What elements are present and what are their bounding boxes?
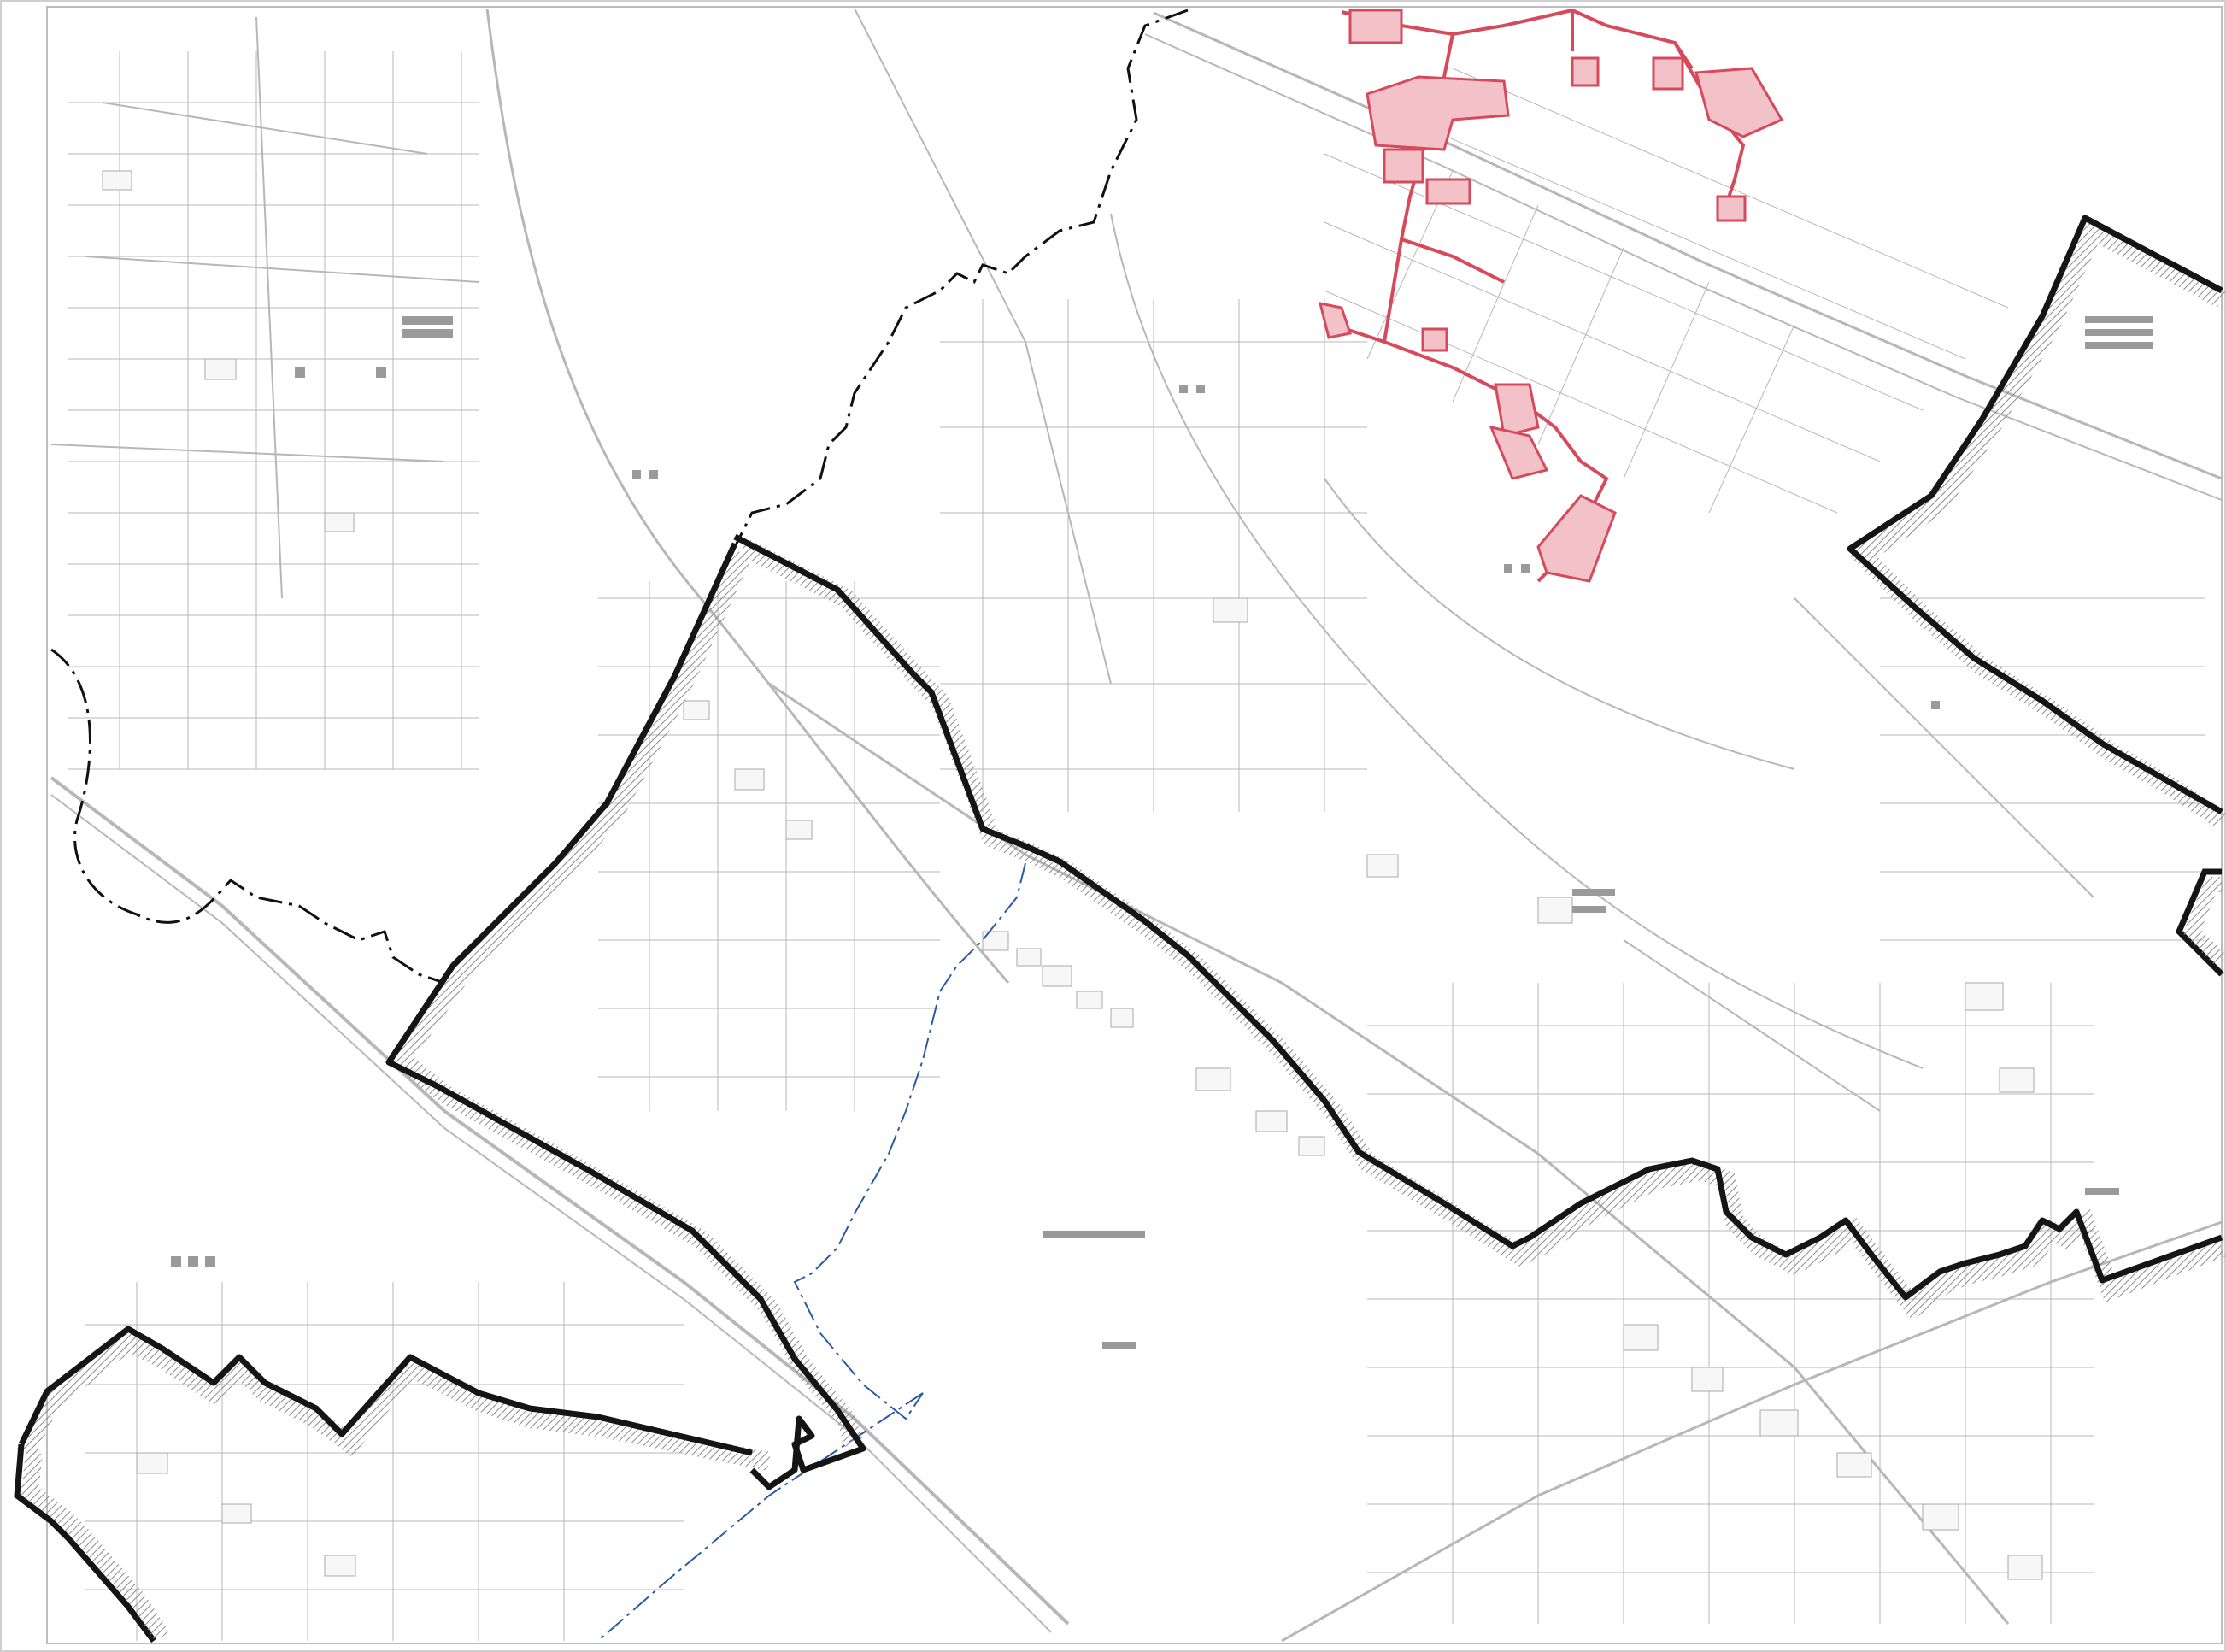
map-annotations — [171, 316, 2153, 1349]
highlight-parcel — [1366, 75, 1510, 151]
road-west-curve — [50, 16, 479, 599]
base-linework — [50, 8, 2223, 1643]
boundary-west-loop — [385, 542, 866, 1490]
blue-dashed-line — [597, 862, 1026, 1642]
highlight-parcel — [1652, 56, 1684, 91]
road-center-curve — [1110, 213, 1924, 1069]
highlight-parcel — [1716, 195, 1747, 222]
boundary-right-notch-hatch — [2182, 877, 2226, 967]
highlight-parcel — [1536, 494, 1617, 583]
boundary-right-notch — [2175, 868, 2224, 977]
highlight-parcel — [1348, 9, 1403, 44]
highlight-parcel — [1421, 327, 1448, 352]
building-blocks — [102, 170, 2043, 1580]
highlight-parcel — [1571, 56, 1600, 87]
highlight-parcel — [1494, 383, 1540, 438]
highlight-parcel — [1694, 67, 1784, 138]
boundary-lowerleft — [18, 1326, 753, 1456]
highlight-parcel — [1383, 148, 1424, 184]
parcel-grid — [68, 51, 2205, 1641]
boundary-right — [1847, 215, 2223, 815]
highlight-group[interactable] — [1318, 8, 1784, 583]
boundary-lowerleft-side-hatch — [21, 1451, 170, 1642]
railway-line — [50, 776, 1070, 1626]
highway-upper-parallel — [1144, 33, 2223, 501]
dashed-boundary-west — [50, 648, 445, 985]
highlight-line — [1332, 8, 1746, 583]
highlight-parcel — [1318, 302, 1352, 339]
boundary-central-hatch — [739, 538, 2225, 1321]
boundary-group — [14, 215, 2226, 1643]
road-north-south — [485, 8, 1010, 984]
highlight-parcel — [1489, 425, 1549, 480]
boundary-central — [733, 533, 2223, 1301]
railway-line-parallel — [50, 794, 1052, 1633]
boundary-lowerleft-side — [14, 1443, 156, 1643]
boundary-lowerleft-hatch — [17, 1331, 772, 1471]
map-inner-frame — [46, 6, 2223, 1644]
highway-upper — [1153, 11, 2223, 480]
highlight-parcel — [1425, 178, 1471, 205]
dashed-boundary-upper — [733, 9, 1189, 548]
